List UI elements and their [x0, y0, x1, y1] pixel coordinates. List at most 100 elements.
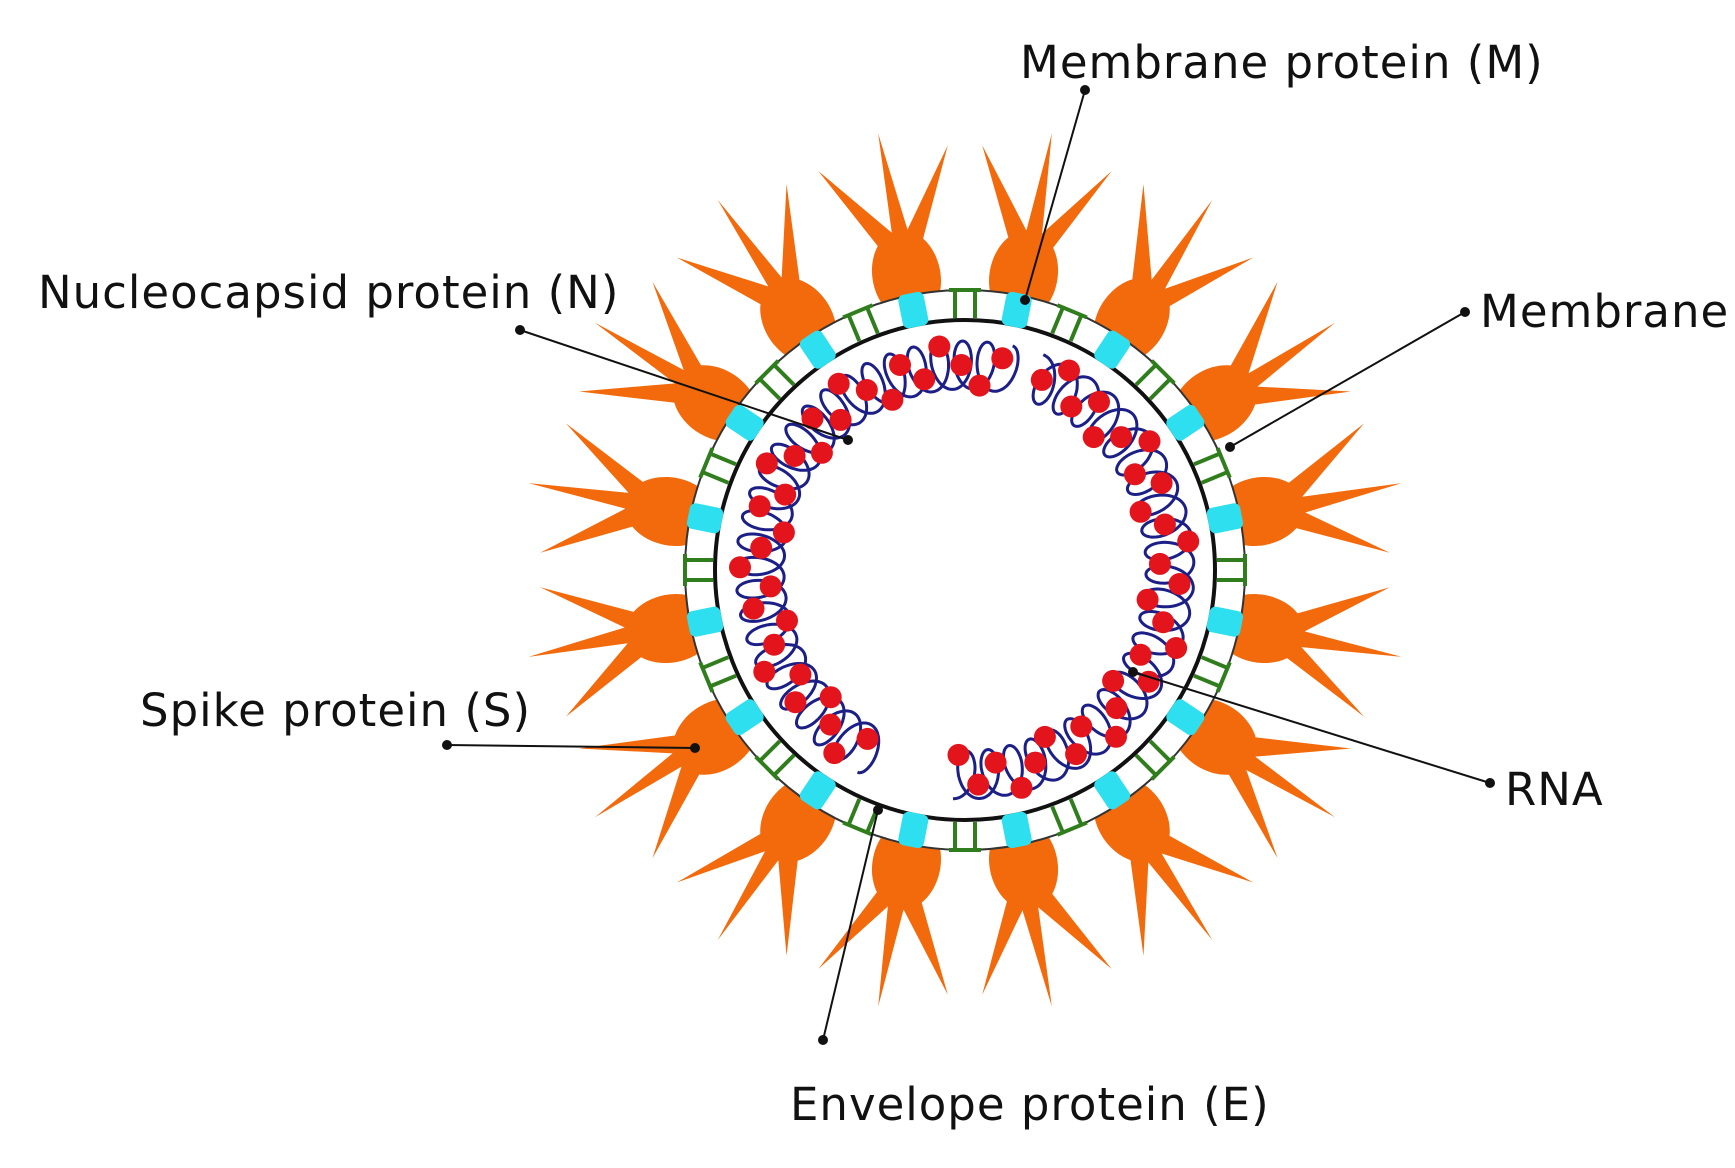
membrane-protein-icon [1166, 404, 1205, 441]
leader-lines [446, 89, 1491, 1041]
envelope-protein-icon [683, 554, 713, 586]
membrane-protein-icon [686, 606, 724, 637]
nucleocapsid-dot-icon [1136, 588, 1159, 611]
nucleocapsid-dot-icon [1105, 725, 1127, 748]
label-membrane: Membrane [1480, 285, 1730, 338]
nucleocapsid-dot-icon [748, 495, 771, 518]
label-rna: RNA [1505, 763, 1604, 816]
membrane-protein-icon [1094, 330, 1131, 369]
rna-strand-right [952, 353, 1196, 801]
envelope-protein-icon [1134, 359, 1176, 401]
envelope-protein-icon [1050, 798, 1088, 837]
leader-line-membrane [1229, 311, 1466, 448]
nucleocapsid-dot-icon [759, 575, 782, 598]
membrane-protein-icon [1094, 771, 1131, 810]
leader-line-nucleocapsid [519, 329, 849, 441]
membrane-protein-icon [725, 404, 764, 441]
nucleocapsid-dot-icon [1105, 697, 1128, 720]
nucleocapsid-dot-icon [827, 372, 850, 395]
envelope-protein-icon [754, 739, 796, 781]
nucleocapsid-dot-icon [819, 686, 842, 709]
nucleocapsid-dot-icon [1148, 552, 1171, 575]
label-membrane-protein: Membrane protein (M) [1020, 36, 1544, 89]
nucleocapsid-dot-icon [950, 354, 973, 376]
label-spike-protein: Spike protein (S) [140, 684, 532, 737]
nucleocapsid-dot-icon [855, 379, 878, 401]
envelope-protein-icon [754, 359, 796, 401]
envelope-inner-ring [713, 318, 1217, 822]
nucleocapsid-dot-icon [1058, 359, 1080, 382]
leader-dot-membrane-protein-b [1020, 295, 1030, 305]
nucleocapsid-dot-icon [823, 742, 846, 765]
membrane-protein-icon [725, 699, 764, 736]
nucleocapsid-proteins-layer [729, 335, 1200, 799]
nucleocapsid-dot-icon [1110, 426, 1133, 449]
envelope-protein-icon [1193, 655, 1232, 693]
leader-line-envelope [822, 809, 879, 1041]
envelope-protein-icon [842, 303, 880, 342]
nucleocapsid-dot-icon [1123, 463, 1146, 486]
nucleocapsid-dot-icon [774, 483, 797, 506]
nucleocapsid-dot-icon [1165, 637, 1188, 659]
leader-dot-envelope-a [818, 1035, 828, 1045]
nucleocapsid-dot-icon [991, 347, 1014, 370]
nucleocapsid-dot-icon [1152, 611, 1175, 634]
nucleocapsid-dot-icon [1177, 530, 1200, 553]
nucleocapsid-dot-icon [967, 773, 990, 796]
nucleocapsid-dot-icon [1102, 669, 1125, 692]
nucleocapsid-dot-icon [856, 727, 879, 750]
membrane-protein-icon [799, 771, 836, 810]
nucleocapsid-dot-icon [968, 374, 991, 397]
nucleocapsid-dot-icon [1010, 776, 1033, 799]
leader-dot-nucleocapsid-a [515, 325, 525, 335]
nucleocapsid-dot-icon [1070, 715, 1093, 738]
envelope-protein-icon [1193, 447, 1232, 485]
nucleocapsid-dot-icon [1129, 643, 1152, 666]
nucleocapsid-dot-icon [783, 445, 806, 467]
nucleocapsid-dot-icon [1030, 368, 1053, 391]
nucleocapsid-dot-icon [763, 633, 786, 656]
nucleocapsid-dot-icon [881, 388, 904, 411]
leader-dot-rna-b [1128, 667, 1138, 677]
envelope-proteins-layer [683, 288, 1247, 852]
nucleocapsid-dot-icon [928, 335, 951, 358]
nucleocapsid-dot-icon [750, 536, 773, 559]
leader-dot-rna-a [1485, 778, 1495, 788]
nucleocapsid-dot-icon [789, 663, 812, 686]
envelope-protein-icon [949, 288, 981, 318]
envelope-protein-icon [949, 822, 981, 852]
envelope-protein-icon [698, 447, 737, 485]
label-nucleocapsid-protein: Nucleocapsid protein (N) [38, 266, 620, 319]
envelope-protein-icon [1217, 554, 1247, 586]
nucleocapsid-dot-icon [889, 354, 911, 376]
nucleocapsid-dot-icon [1024, 751, 1047, 774]
nucleocapsid-dot-icon [1082, 426, 1105, 449]
membrane-protein-icon [799, 330, 836, 369]
nucleocapsid-dot-icon [1129, 500, 1152, 523]
nucleocapsid-dot-icon [819, 713, 842, 736]
label-envelope-protein: Envelope protein (E) [790, 1078, 1270, 1131]
leader-dot-membrane-b [1225, 442, 1235, 452]
nucleocapsid-dot-icon [753, 660, 776, 683]
leader-dot-spike-a [442, 740, 452, 750]
leader-endpoints [442, 85, 1495, 1045]
nucleocapsid-dot-icon [776, 609, 798, 632]
leader-dot-envelope-b [873, 805, 883, 815]
nucleocapsid-dot-icon [913, 368, 936, 391]
membrane-protein-icon [1166, 699, 1205, 736]
nucleocapsid-dot-icon [829, 408, 852, 431]
leader-dot-nucleocapsid-b [843, 435, 853, 445]
nucleocapsid-dot-icon [742, 597, 765, 620]
nucleocapsid-dot-icon [1033, 725, 1056, 748]
membrane-proteins-layer [686, 291, 1244, 849]
membrane-protein-icon [686, 503, 724, 534]
leader-line-rna [1132, 671, 1491, 784]
membrane-protein-icon [1206, 606, 1244, 637]
envelope-protein-icon [698, 655, 737, 693]
leader-dot-membrane-a [1460, 307, 1470, 317]
membrane-protein-icon [898, 291, 929, 329]
nucleocapsid-dot-icon [784, 691, 807, 714]
membrane-protein-icon [1206, 503, 1244, 534]
membrane-protein-icon [1001, 811, 1032, 849]
